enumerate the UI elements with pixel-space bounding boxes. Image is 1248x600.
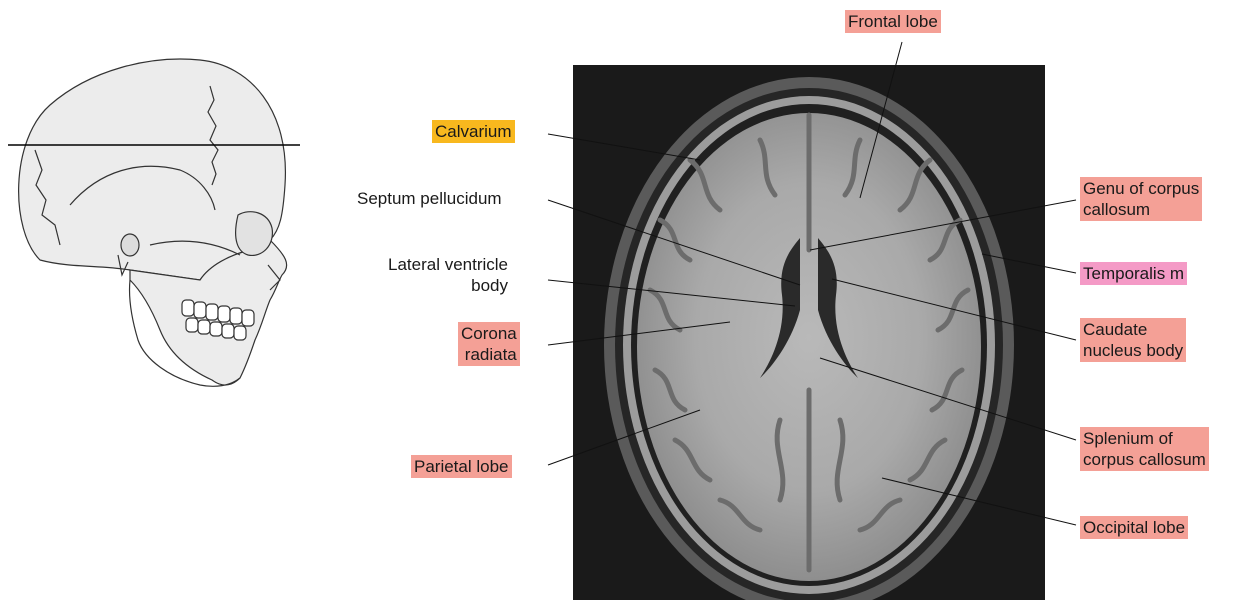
label-lateral-ventricle-body: Lateral ventricle body [385,253,511,297]
label-caudate-nucleus-body: Caudate nucleus body [1080,318,1186,362]
label-frontal-lobe: Frontal lobe [845,10,941,33]
label-parietal-lobe: Parietal lobe [411,455,512,478]
label-temporalis-m: Temporalis m [1080,262,1187,285]
orbit-outline [236,212,273,256]
skull-illustration [19,59,287,386]
label-septum-pellucidum: Septum pellucidum [354,187,505,210]
label-genu-corpus-callosum: Genu of corpus callosum [1080,177,1202,221]
label-calvarium: Calvarium [432,120,515,143]
label-corona-radiata: Corona radiata [458,322,520,366]
label-occipital-lobe: Occipital lobe [1080,516,1188,539]
ear-canal [121,234,139,256]
label-splenium-corpus-callosum: Splenium of corpus callosum [1080,427,1209,471]
mri-axial-slice [604,77,1014,600]
